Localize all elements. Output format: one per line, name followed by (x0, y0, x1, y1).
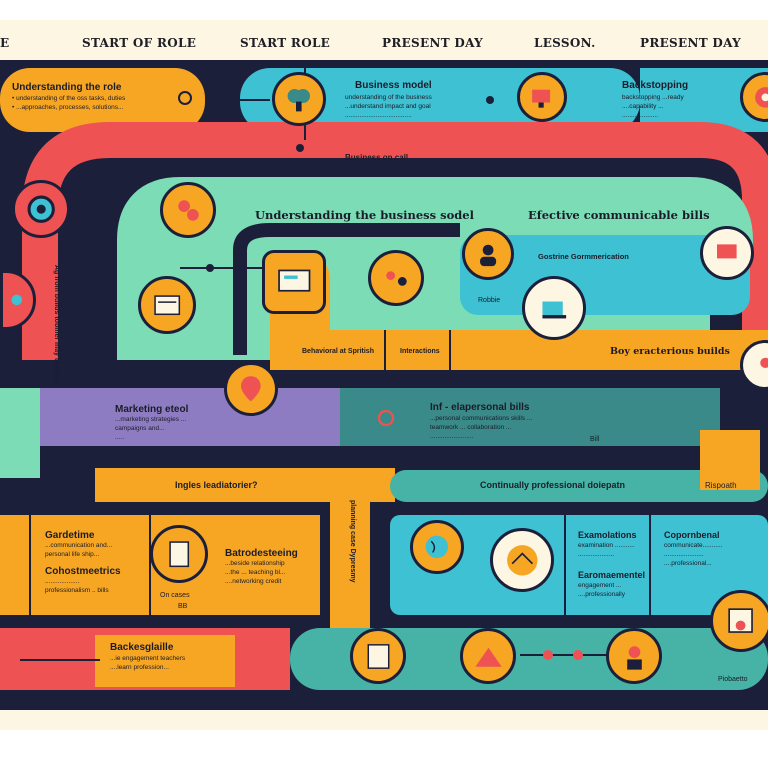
interactions-caption: Interactions (400, 348, 440, 355)
earomaementel-title: Earomaementel (578, 570, 646, 580)
backstopping-title: Backstopping (622, 80, 689, 91)
examolations-line-2: .................... (578, 551, 615, 558)
presentation-icon (700, 226, 754, 280)
cohost-line-2: professionalism .. bills (45, 587, 109, 594)
profile-icon (740, 340, 768, 390)
interpersonal-line-3: ........................ (430, 433, 474, 440)
behavioral-caption: Behavioral at Spritish (302, 348, 374, 355)
key-builds-label: Boy eracterious builds (610, 346, 730, 357)
copornbenal-title: Copornbenal (664, 530, 720, 540)
understanding-role-line-2: • ...approaches, processes, solutions... (12, 104, 124, 111)
effective-communication-title: Efective communicable bills (528, 208, 710, 222)
mountain-icon (460, 628, 516, 684)
backstopping-line-2: ....capability ... (622, 103, 664, 110)
backesglaille-line-2: ....learn profession... (110, 664, 169, 671)
header-col-1: E (0, 36, 10, 50)
business-model-title: Business model (355, 80, 432, 91)
backstopping-line-1: backstopping ...ready (622, 94, 684, 101)
backesglaille-line-1: ...ie engagement teachers (110, 655, 186, 662)
examolations-line-1: examination ........... (578, 542, 635, 549)
business-on-call-label: Business on call (345, 153, 409, 162)
copornbenal-line-1: communicate........... (664, 542, 723, 549)
interpersonal-title: Inf - elapersonal bills (430, 402, 530, 413)
globe-icon (410, 520, 464, 574)
compass-icon (366, 398, 406, 438)
piobaetto-caption: Piobaetto (718, 676, 748, 683)
cohost-title: Cohostmeetrics (45, 566, 121, 577)
header-col-4: PRESENT DAY (382, 36, 484, 50)
ingles-label: Ingles leadiatorier? (175, 480, 258, 490)
business-model-line-2: ...understand impact and goal (345, 103, 431, 110)
marketing-line-1: ...marketing strategies ... (115, 416, 187, 423)
header-col-5: LESSON. (534, 36, 596, 50)
batrodesteeing-line-3: ....networking credit (225, 578, 282, 585)
header-col-6: PRESENT DAY (640, 36, 742, 50)
network-icon (368, 250, 424, 306)
gardetime-line-1: ...communication and... (45, 542, 113, 549)
computer-icon (517, 72, 567, 122)
brain-icon (272, 72, 326, 126)
leader-icon (606, 628, 662, 684)
marketing-line-3: ..... (115, 434, 125, 441)
interpersonal-line-2: teamwork ... collaboration ... (430, 424, 512, 431)
backesglaille-title: Backesglaille (110, 642, 174, 653)
on-cases-caption: On cases (160, 592, 190, 599)
header-col-2: START OF ROLE (82, 36, 197, 50)
checklist-icon (350, 628, 406, 684)
batrodesteeing-title: Batrodesteeing (225, 548, 298, 559)
certificate-icon (710, 590, 768, 652)
communication-subtitle: Gostrine Gormmerication (538, 252, 629, 261)
gardetime-title: Gardetime (45, 530, 95, 541)
marketing-line-2: campaigns and... (115, 425, 165, 432)
map-icon (490, 528, 554, 592)
batrodesteeing-line-2: ...the ... teaching bl... (225, 569, 286, 576)
header-col-3: START ROLE (240, 36, 331, 50)
robbie-caption: Robbie (478, 297, 501, 304)
monitor-icon (262, 250, 326, 314)
copornbenal-line-2: ...................... (664, 551, 704, 558)
vertical-text-mid: planning case Dypresmy (349, 500, 356, 583)
continual-development-label: Continually professional doiepatn (480, 480, 626, 490)
backstopping-line-3: ........ ........... (622, 112, 659, 119)
copornbenal-line-3: ....professional... (664, 560, 712, 567)
gear-icon (12, 180, 70, 238)
batrodesteeing-line-1: ...beside relationship (225, 560, 285, 567)
understanding-role-line-1: • understanding of the oss tasks, duties (12, 95, 126, 102)
gardetime-line-2: personal life ship... (45, 551, 100, 558)
bb-caption: BB (178, 603, 188, 610)
document-icon (138, 276, 196, 334)
marketing-title: Marketing eteol (115, 404, 189, 415)
person-icon (462, 228, 514, 280)
business-model-line-1: understanding of the business (345, 94, 432, 101)
team-gears-icon (160, 182, 216, 238)
location-pin-icon (224, 362, 278, 416)
examolations-title: Examolations (578, 530, 637, 540)
report-icon (150, 525, 208, 583)
bill-caption: Bill (590, 436, 600, 443)
understanding-business-title: Understanding the business sodel (255, 208, 474, 222)
desk-icon (522, 276, 586, 340)
cohost-line-1: ................... (45, 578, 80, 585)
interpersonal-line-1: ...personal communications skills ... (430, 415, 533, 422)
earomaementel-line-1: engagement ... (578, 582, 622, 589)
rispoath-label: Rispoath (705, 481, 737, 490)
vertical-text-left: Ag from builds tobmer may to 0 me (53, 265, 60, 383)
understanding-role-title: Understanding the role (12, 82, 122, 93)
business-model-line-3: ..................................... (345, 112, 412, 119)
earomaementel-line-2: ....professionally (578, 591, 625, 598)
